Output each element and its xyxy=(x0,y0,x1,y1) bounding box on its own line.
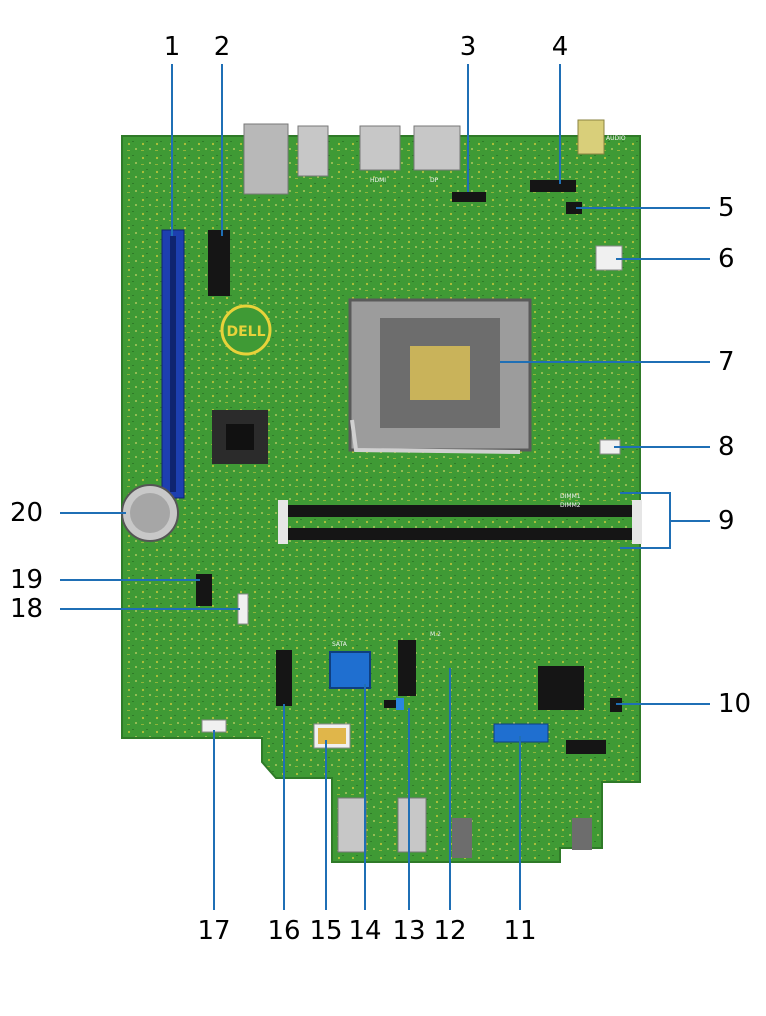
dimm-latch-left xyxy=(278,500,288,544)
callout-line-9 xyxy=(620,492,710,549)
hdmi-port-rear xyxy=(359,125,401,171)
board-label-dimm2: DIMM2 xyxy=(560,502,581,509)
board-label-hdmi-1: HDMI xyxy=(370,177,386,184)
callout-20: 20 xyxy=(10,498,44,528)
super-io-chip xyxy=(538,666,584,710)
password-jumper-cap xyxy=(396,698,404,710)
board-label-dp: DP xyxy=(430,177,439,184)
sata-connector-blue xyxy=(329,651,371,689)
callout-13: 13 xyxy=(392,916,426,946)
front-port-right xyxy=(572,818,592,850)
callout-19: 19 xyxy=(10,565,44,595)
callout-11: 11 xyxy=(503,916,537,946)
board-label-dimm1: DIMM1 xyxy=(560,493,581,500)
board-label-audio: AUDIO xyxy=(606,135,626,142)
pcie-x16-slot-groove xyxy=(170,236,176,492)
lan-port xyxy=(243,123,289,195)
callout-17: 17 xyxy=(197,916,231,946)
dimm-latch-right xyxy=(632,500,642,544)
dell-logo-text: DELL xyxy=(226,324,265,340)
coin-cell-battery-top xyxy=(130,493,170,533)
memory-slot-dimm1 xyxy=(278,505,642,517)
system-power-connector-pins xyxy=(318,728,346,744)
callout-15: 15 xyxy=(309,916,343,946)
callout-6: 6 xyxy=(718,244,735,274)
chipset-core xyxy=(226,424,254,450)
displayport-rear xyxy=(413,125,461,171)
m2-ssd-slot xyxy=(398,640,416,696)
processor-socket-contacts xyxy=(410,346,470,400)
header-black xyxy=(566,740,606,754)
callout-7: 7 xyxy=(718,347,735,377)
board-label-m2: M.2 xyxy=(430,631,441,638)
m2-wlan-slot xyxy=(276,650,292,706)
board-label-sata: SATA xyxy=(332,641,348,648)
callout-9: 9 xyxy=(718,506,735,536)
callout-2: 2 xyxy=(213,32,231,62)
callout-16: 16 xyxy=(267,916,301,946)
front-panel-header xyxy=(530,180,576,192)
callout-3: 3 xyxy=(459,32,477,62)
front-usb-port-2 xyxy=(397,797,427,853)
callout-14: 14 xyxy=(348,916,382,946)
front-usb-port-1 xyxy=(337,797,367,853)
pcie-x1-slot xyxy=(208,230,230,296)
callout-12: 12 xyxy=(433,916,467,946)
intrusion-switch-connector xyxy=(566,202,582,214)
front-audio-port xyxy=(452,818,472,858)
callout-4: 4 xyxy=(551,32,569,62)
callout-10: 10 xyxy=(718,689,752,719)
callout-5: 5 xyxy=(718,193,735,223)
callout-lines xyxy=(60,64,710,910)
socket-lever xyxy=(350,419,521,454)
memory-slot-dimm2 xyxy=(278,528,642,540)
atx-power-connector-small xyxy=(196,574,212,606)
audio-jack xyxy=(577,119,605,155)
callout-18: 18 xyxy=(10,594,44,624)
callout-1: 1 xyxy=(163,32,181,62)
dell-logo xyxy=(220,304,272,356)
callout-8: 8 xyxy=(718,432,735,462)
power-button-connector xyxy=(452,192,486,202)
usb-port-rear xyxy=(297,125,329,177)
password-jumper xyxy=(384,700,404,708)
